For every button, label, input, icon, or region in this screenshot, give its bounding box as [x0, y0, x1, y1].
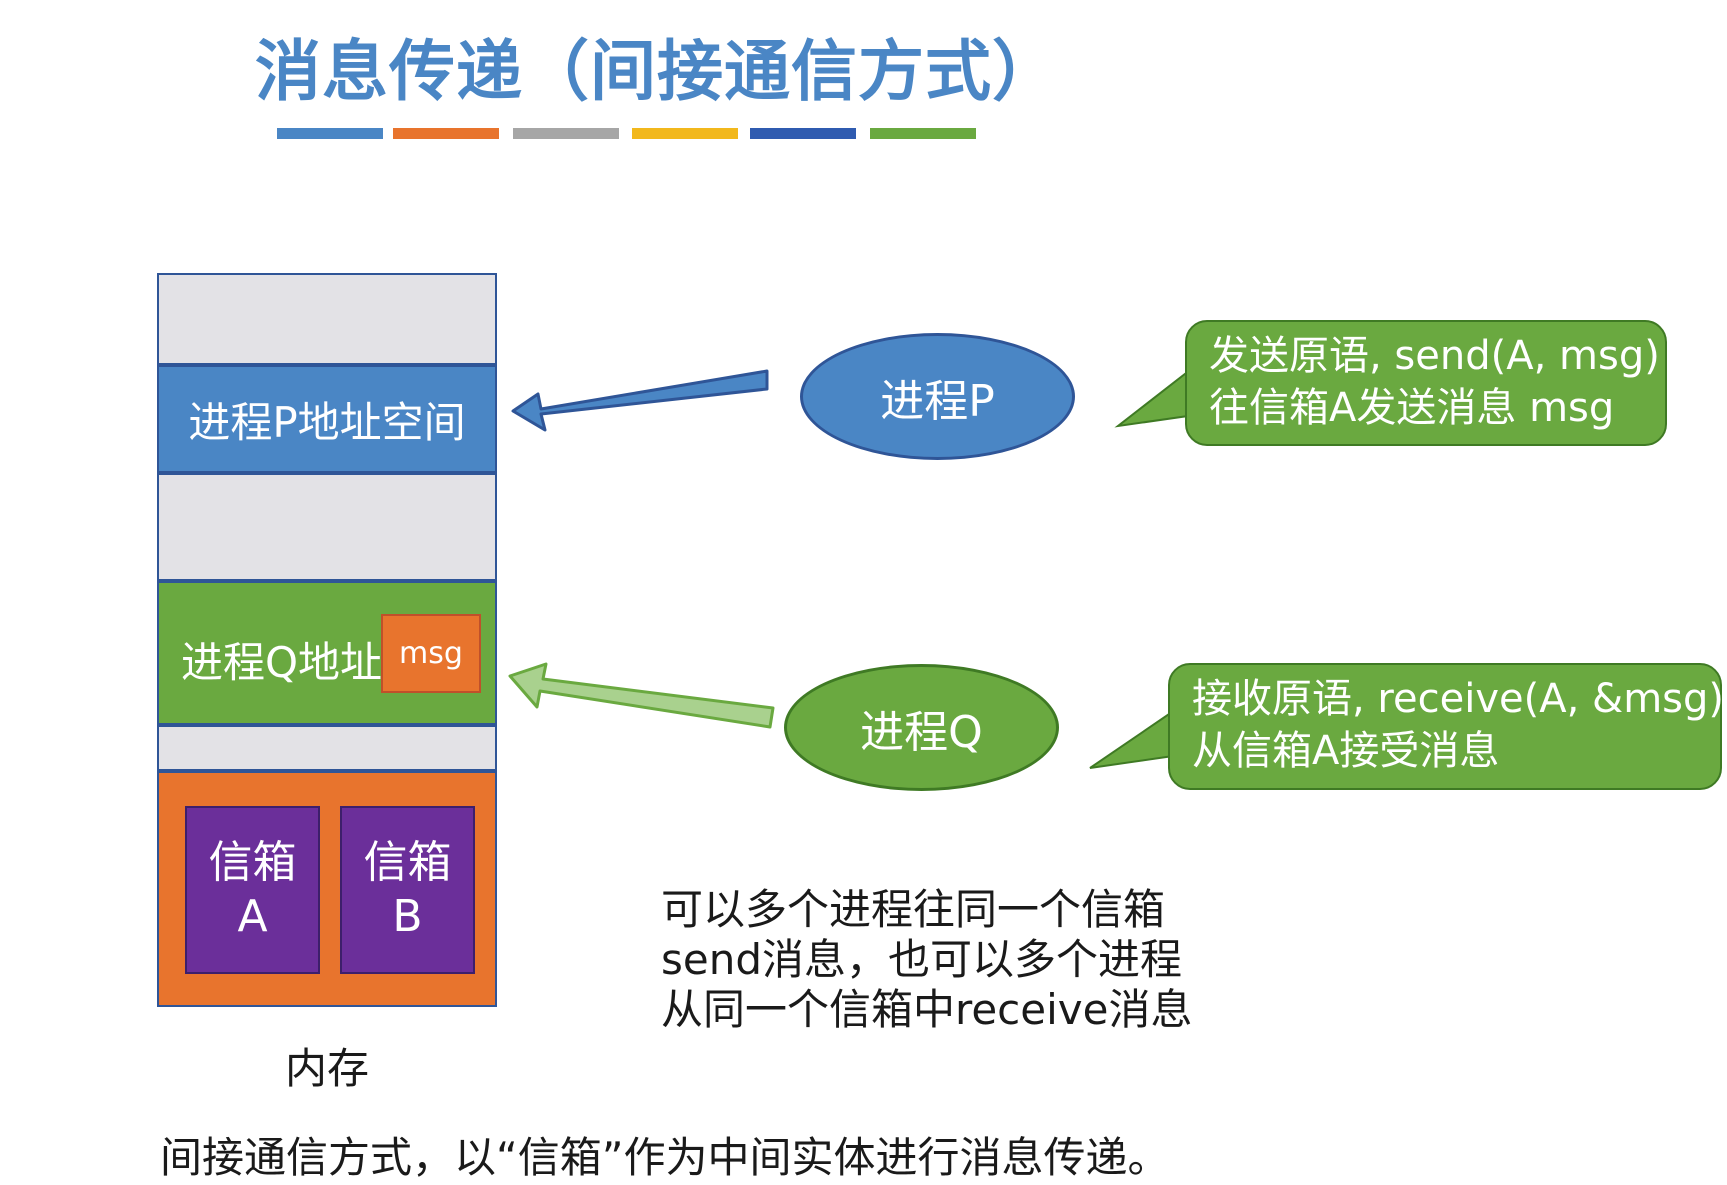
- process-q-label: 进程Q: [860, 706, 983, 758]
- callout-send: 发送原语, send(A, msg) 往信箱A发送消息 msg: [1185, 320, 1667, 446]
- memory-top-free: [157, 273, 497, 365]
- mailbox-b: 信箱 B: [340, 806, 475, 974]
- title-stripe-5: [750, 128, 856, 139]
- memory-lower-free: [157, 725, 497, 771]
- arrow-p-to-memory: [511, 369, 769, 432]
- callout-receive: 接收原语, receive(A, &msg) 从信箱A接受消息: [1168, 663, 1724, 790]
- process-q-node: 进程Q: [784, 664, 1059, 791]
- msg-block: msg: [381, 614, 481, 693]
- mailbox-a-letter: A: [237, 891, 268, 942]
- title-stripe-1: [277, 128, 383, 139]
- callout-send-line2: 往信箱A发送消息 msg: [1209, 385, 1615, 431]
- memory-middle-free: [157, 473, 497, 581]
- process-p-label: 进程P: [880, 375, 995, 427]
- callout-receive-line1: 接收原语, receive(A, &msg): [1192, 676, 1724, 722]
- page-title: 消息传递（间接通信方式）: [255, 33, 1059, 110]
- memory-segment-p: 进程P地址空间: [157, 365, 497, 473]
- callout-send-tail: [1114, 368, 1197, 428]
- title-stripe-6: [870, 128, 976, 139]
- mailbox-a: 信箱 A: [185, 806, 320, 974]
- memory-caption: 内存: [285, 1044, 370, 1093]
- side-note: 可以多个进程往同一个信箱 send消息，也可以多个进程 从同一个信箱中recei…: [661, 885, 1193, 1034]
- segment-p-label: 进程P地址空间: [188, 397, 466, 447]
- arrow-q-to-memory: [508, 662, 775, 729]
- segment-q-label: 进程Q地址: [181, 638, 383, 687]
- mailbox-a-label: 信箱: [208, 837, 297, 888]
- callout-receive-line2: 从信箱A接受消息: [1192, 728, 1500, 774]
- callout-receive-tail: [1089, 708, 1182, 769]
- mailbox-b-letter: B: [392, 891, 423, 942]
- title-stripe-4: [632, 128, 738, 139]
- title-stripe-2: [393, 128, 499, 139]
- callout-send-line1: 发送原语, send(A, msg): [1209, 333, 1660, 379]
- process-p-node: 进程P: [800, 333, 1075, 460]
- title-stripe-3: [513, 128, 619, 139]
- msg-label: msg: [399, 636, 463, 671]
- footer-text: 间接通信方式，以“信箱”作为中间实体进行消息传递。: [160, 1133, 1170, 1182]
- mailbox-b-label: 信箱: [363, 837, 452, 888]
